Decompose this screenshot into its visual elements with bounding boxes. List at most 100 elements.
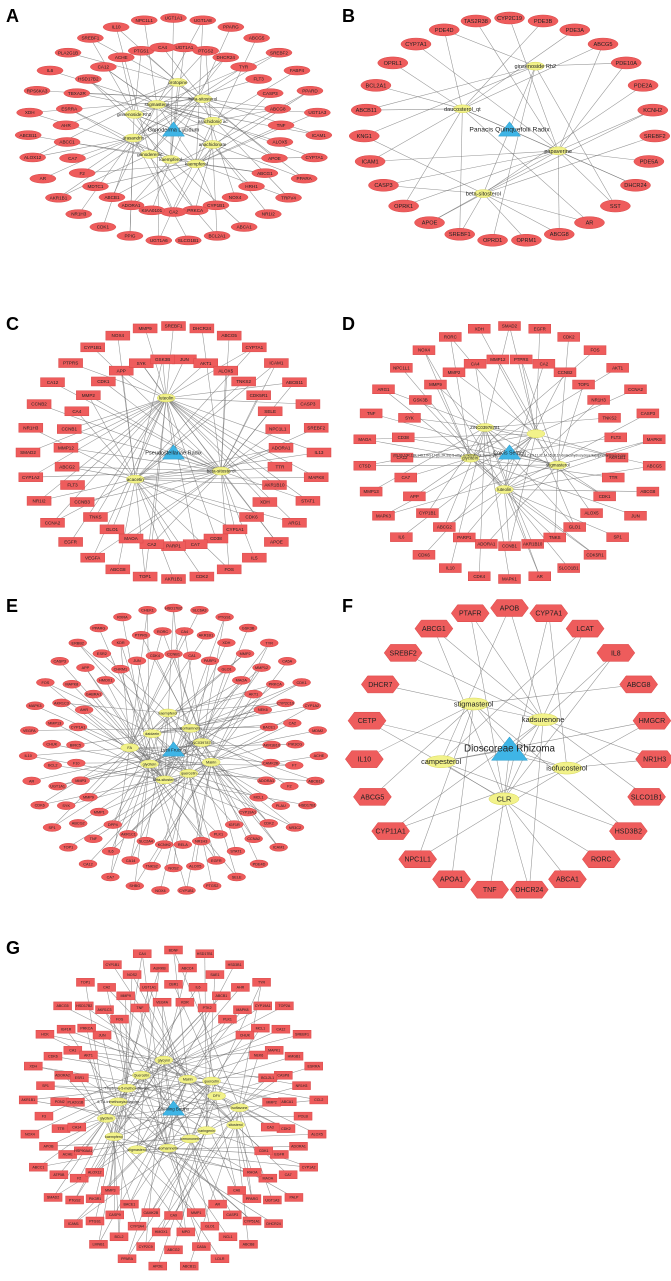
target-shape bbox=[217, 22, 245, 32]
target-label: CA14 bbox=[72, 1125, 81, 1129]
compound-shape bbox=[201, 758, 221, 767]
target-node: AR bbox=[29, 173, 57, 184]
target-label: DHCR24 bbox=[193, 326, 212, 331]
target-shape bbox=[20, 726, 39, 735]
target-label: ABCG1 bbox=[422, 626, 446, 633]
target-node: SP1 bbox=[42, 823, 62, 832]
target-shape bbox=[23, 86, 51, 96]
target-shape bbox=[74, 705, 94, 715]
edge bbox=[239, 1077, 268, 1108]
target-label: ABCB11 bbox=[286, 380, 304, 385]
target-node: PDE4D bbox=[249, 859, 269, 869]
target-node: LMNB1 bbox=[89, 1240, 108, 1249]
target-label: CDK5R1 bbox=[586, 552, 604, 557]
target-shape bbox=[29, 173, 57, 184]
edge bbox=[441, 720, 653, 762]
target-node: CA14 bbox=[67, 1122, 87, 1132]
edge bbox=[43, 1059, 165, 1117]
edge bbox=[364, 703, 474, 760]
edge bbox=[366, 65, 536, 111]
edge bbox=[165, 359, 185, 399]
edge bbox=[566, 720, 653, 769]
target-node: VEGFA bbox=[20, 726, 39, 735]
target-node: ABCG2 bbox=[164, 1245, 183, 1255]
target-shape bbox=[216, 564, 242, 575]
target-label: XDH bbox=[25, 110, 35, 115]
edge bbox=[130, 763, 150, 861]
herb-label: Pseudostellariae Radix bbox=[145, 451, 202, 457]
target-shape bbox=[309, 1095, 329, 1105]
target-shape bbox=[117, 200, 145, 211]
target-shape bbox=[178, 963, 197, 973]
target-shape bbox=[244, 834, 263, 843]
edge bbox=[106, 1108, 174, 1119]
target-label: F10 bbox=[73, 761, 80, 765]
target-label: CA6 bbox=[233, 1189, 240, 1193]
target-node: TOP1 bbox=[572, 379, 595, 390]
target-node: RPS6KA3 bbox=[23, 86, 51, 96]
target-shape bbox=[130, 15, 158, 26]
compound-label: luteolin bbox=[159, 396, 174, 401]
target-node: APOB bbox=[39, 1142, 58, 1151]
edge bbox=[119, 1019, 128, 1089]
edge bbox=[137, 1149, 309, 1168]
target-node: F2 bbox=[68, 168, 96, 178]
edge bbox=[65, 447, 222, 472]
edge bbox=[196, 20, 204, 164]
edge bbox=[45, 682, 153, 734]
target-node: LDLR bbox=[210, 1254, 230, 1263]
target-node: NR1I2 bbox=[255, 209, 282, 219]
target-label: KCNH2 bbox=[643, 108, 662, 114]
target-label: CA4 bbox=[158, 45, 167, 50]
edge bbox=[30, 397, 167, 478]
target-shape bbox=[498, 541, 521, 551]
edge bbox=[84, 709, 189, 774]
target-node: AURKB bbox=[150, 963, 169, 973]
target-shape bbox=[203, 231, 231, 241]
target-label: DPP4 bbox=[108, 823, 118, 827]
edge bbox=[504, 413, 649, 490]
target-shape bbox=[353, 460, 377, 471]
target-shape bbox=[580, 508, 603, 518]
target-node: ICAM1 bbox=[64, 1219, 83, 1228]
target-shape bbox=[308, 726, 327, 735]
target-shape bbox=[164, 649, 183, 659]
compound-node: arasandrin bbox=[122, 133, 145, 143]
target-label: CHEK1 bbox=[141, 609, 154, 613]
target-shape bbox=[77, 33, 104, 43]
target-node: TOP1 bbox=[76, 978, 95, 987]
target-label: XDH bbox=[475, 326, 484, 331]
target-label: ARG1 bbox=[378, 387, 391, 392]
target-node: SP1 bbox=[36, 1081, 55, 1090]
target-label: IL13 bbox=[315, 450, 324, 455]
target-shape bbox=[145, 651, 165, 660]
target-label: HSD3B2 bbox=[615, 829, 642, 836]
target-node: TYR bbox=[230, 62, 257, 72]
target-node: JUN bbox=[172, 354, 197, 365]
target-shape bbox=[103, 820, 123, 829]
target-label: SP1 bbox=[613, 535, 622, 540]
compound-node: 7-hydroxy-5-methoxyflavone bbox=[104, 1083, 150, 1093]
edge bbox=[483, 193, 560, 235]
target-shape bbox=[26, 399, 52, 409]
edge bbox=[95, 163, 197, 187]
edge bbox=[450, 336, 471, 459]
target-label: MPO bbox=[182, 1230, 190, 1234]
edge bbox=[372, 703, 474, 798]
target-label: GLO1 bbox=[106, 527, 119, 532]
target-shape bbox=[36, 65, 64, 76]
target-shape bbox=[188, 982, 208, 992]
edge bbox=[32, 137, 134, 158]
target-label: PDE3B bbox=[534, 19, 553, 25]
target-node: ABCG5 bbox=[587, 37, 619, 51]
edge bbox=[65, 82, 179, 126]
target-node: TOP1 bbox=[132, 571, 158, 582]
target-label: NOX4 bbox=[112, 333, 125, 338]
edge bbox=[67, 141, 150, 155]
target-node: ADORA2A bbox=[54, 1071, 73, 1080]
target-shape bbox=[307, 1129, 327, 1139]
target-label: CDK4 bbox=[150, 654, 160, 658]
target-label: PARP1 bbox=[204, 659, 216, 663]
target-label: CA12 bbox=[396, 455, 408, 460]
target-node: NOX4 bbox=[412, 345, 436, 355]
